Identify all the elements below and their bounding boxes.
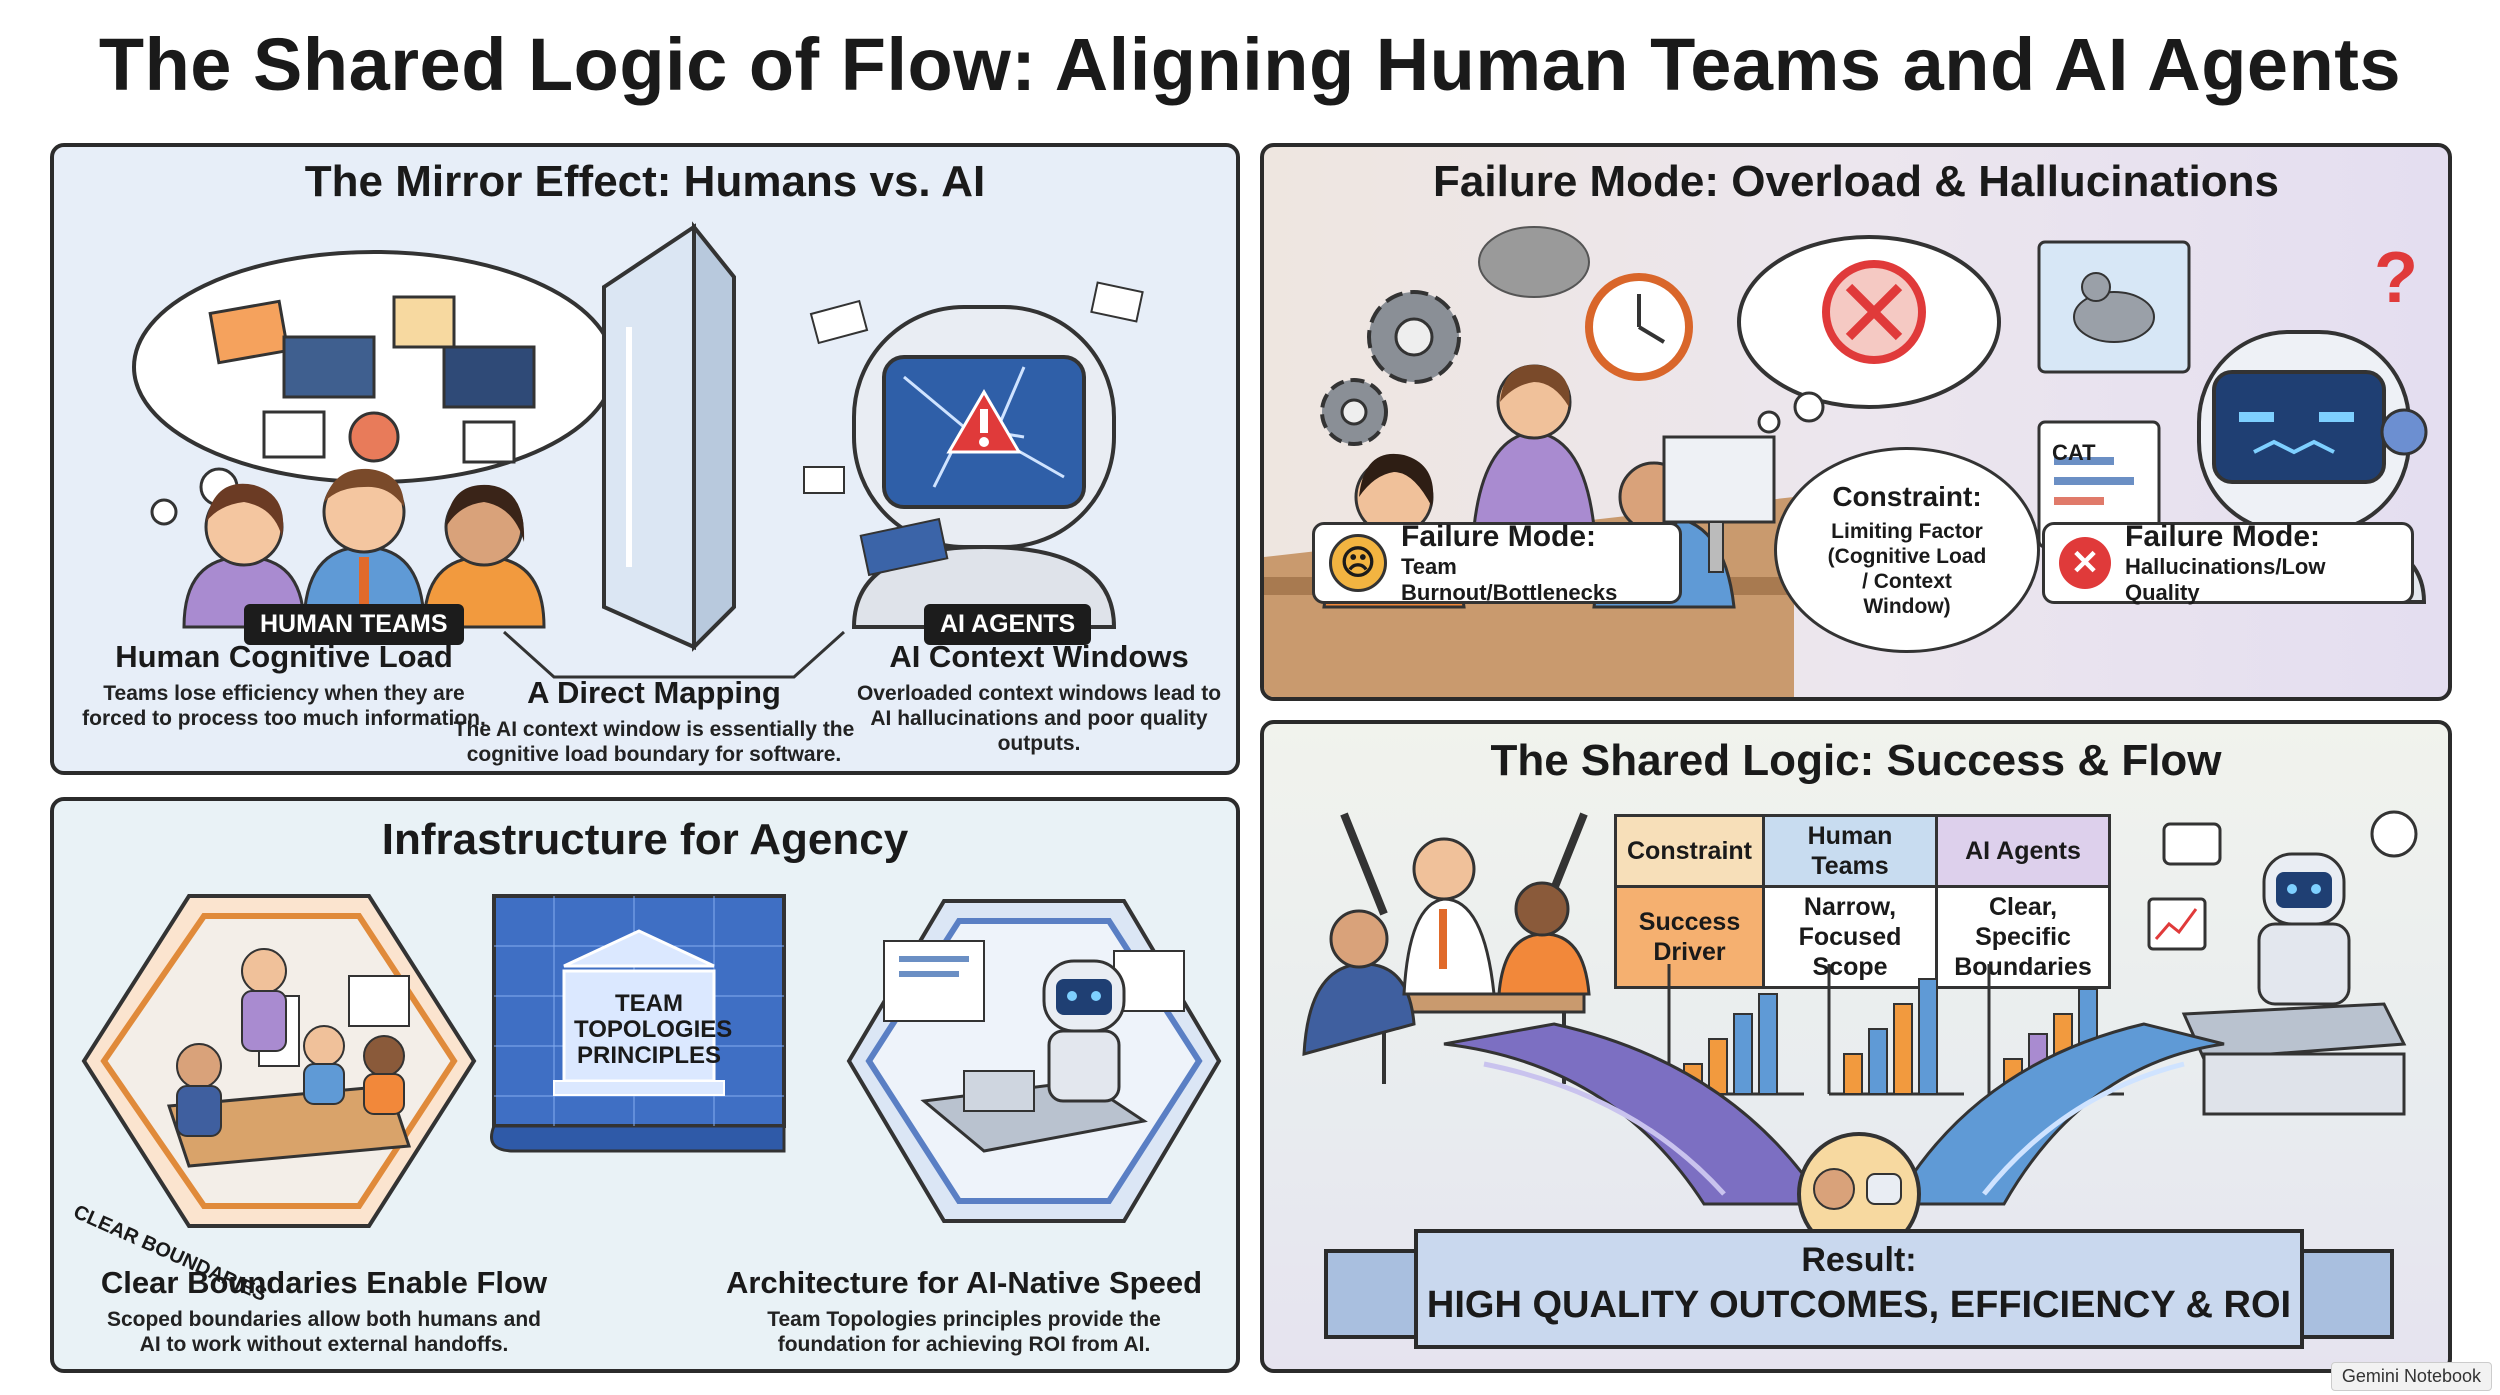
hallucinating-robot-illustration: ? — [2037, 238, 2428, 604]
cat-label: CAT — [2052, 440, 2096, 465]
team-room-illustration — [81, 894, 477, 1228]
table-header-constraint: Constraint — [1614, 814, 1765, 888]
comparison-table: Constraint Human Teams AI Agents Success… — [1614, 814, 2111, 989]
constraint-body: Limiting Factor (Cognitive Load / Contex… — [1827, 520, 1987, 618]
constraint-heading: Constraint: — [1832, 481, 1982, 512]
infra-panel-title: Infrastructure for Agency — [381, 815, 909, 864]
overloaded-robot-illustration — [803, 281, 1144, 629]
blueprint-illustration — [490, 894, 786, 1153]
table-header-ai-agents: AI Agents — [1935, 814, 2111, 888]
clock-icon — [1585, 273, 1693, 381]
team-failure-body: Team Burnout/Bottlenecks — [1401, 554, 1618, 605]
clear-boundaries-body: Scoped boundaries allow both humans and … — [106, 1308, 542, 1356]
smoke-cloud — [1478, 226, 1590, 298]
gear-icon — [1320, 290, 1461, 446]
infrastructure-panel: Infrastructure for Agency CLEAR BOUNDARI… — [50, 797, 1240, 1373]
table-header-human-teams: Human Teams — [1762, 814, 1938, 888]
information-overload-cloud — [132, 250, 616, 526]
stressed-humans-illustration — [182, 468, 546, 629]
human-teams-tag: HUMAN TEAMS — [244, 604, 464, 645]
svg-text:?: ? — [2374, 238, 2418, 318]
table-cell-ai-boundaries: Clear, Specific Boundaries — [1935, 885, 2111, 989]
shared-panel-title: The Shared Logic: Success & Flow — [1490, 736, 2222, 785]
human-cognitive-load-body: Teams lose efficiency when they are forc… — [82, 682, 486, 730]
direct-mapping-heading: A Direct Mapping — [527, 675, 781, 710]
failure-mode-panel: Failure Mode: Overload & Hallucinations — [1260, 143, 2452, 701]
gemini-notebook-watermark: Gemini Notebook — [2330, 1362, 2492, 1391]
team-burnout-badge: ☹ Failure Mode: Team Burnout/Bottlenecks — [1312, 520, 1682, 605]
mapping-bracket — [502, 630, 846, 679]
working-robot-illustration — [2147, 810, 2418, 1116]
human-cognitive-load-heading: Human Cognitive Load — [115, 639, 453, 674]
ai-agents-tag: AI AGENTS — [924, 604, 1092, 645]
shared-logic-panel: The Shared Logic: Success & Flow Constra… — [1260, 720, 2452, 1373]
ai-failure-body: Hallucinations/Low Quality — [2125, 554, 2326, 605]
direct-mapping-body: The AI context window is essentially the… — [453, 718, 855, 766]
table-cell-human-scope: Narrow, Focused Scope — [1762, 885, 1938, 989]
mirror-effect-panel: The Mirror Effect: Humans vs. AI HUMAN T… — [50, 143, 1240, 775]
human-ai-partnership-icon — [1797, 1132, 1921, 1256]
ai-room-illustration — [846, 899, 1222, 1223]
happy-team-illustration — [1302, 812, 1591, 1084]
ai-context-windows-body: Overloaded context windows lead to AI ha… — [856, 682, 1222, 755]
ai-native-speed-heading: Architecture for AI-Native Speed — [725, 1265, 1203, 1300]
result-text: HIGH QUALITY OUTCOMES, EFFICIENCY & ROI — [1426, 1284, 2292, 1326]
result-label: Result: — [1801, 1241, 1917, 1279]
ai-context-windows-heading: AI Context Windows — [889, 639, 1189, 674]
table-cell-success-driver: Success Driver — [1614, 885, 1765, 989]
team-failure-heading: Failure Mode: — [1401, 520, 1597, 553]
mirror-illustration — [602, 221, 736, 652]
constraint-cloud: Constraint: Limiting Factor (Cognitive L… — [1774, 447, 2040, 653]
clear-boundaries-heading: Clear Boundaries Enable Flow — [100, 1265, 548, 1300]
blueprint-label: TEAM TOPOLOGIES PRINCIPLES — [574, 990, 733, 1069]
ai-native-speed-body: Team Topologies principles provide the f… — [767, 1308, 1161, 1356]
page-title: The Shared Logic of Flow: Aligning Human… — [98, 23, 2402, 106]
mirror-panel-title: The Mirror Effect: Humans vs. AI — [304, 157, 986, 206]
cancel-x-icon — [1822, 260, 1926, 364]
worried-face-icon: ☹ — [1329, 534, 1387, 592]
result-banner: Result: HIGH QUALITY OUTCOMES, EFFICIENC… — [1414, 1229, 2304, 1349]
error-x-icon: ✕ — [2059, 537, 2111, 589]
ai-hallucination-badge: ✕ Failure Mode: Hallucinations/Low Quali… — [2042, 520, 2414, 605]
failure-panel-title: Failure Mode: Overload & Hallucinations — [1433, 157, 2279, 206]
ai-failure-heading: Failure Mode: — [2125, 520, 2321, 553]
